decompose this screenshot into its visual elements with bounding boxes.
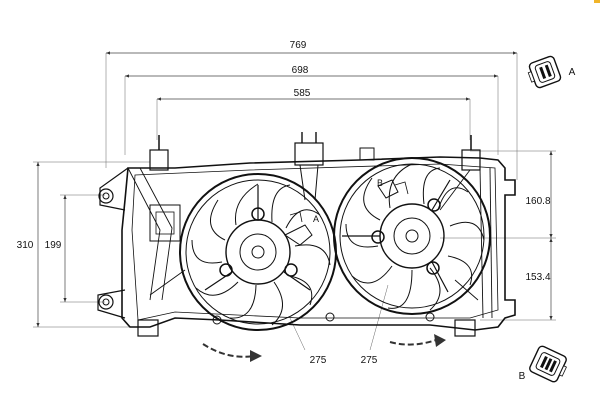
dim-right-fan-diameter: 275	[361, 355, 378, 366]
dim-overall-width: 769	[290, 40, 307, 51]
dim-fan-span: 585	[294, 88, 311, 99]
connector-a-label: A	[569, 67, 576, 78]
dim-overall-height: 310	[17, 240, 34, 251]
rotation-arrow-right	[389, 334, 446, 347]
connector-b-label: B	[519, 371, 526, 382]
dim-shroud-width: 698	[292, 65, 309, 76]
right-fan	[333, 157, 491, 315]
fan-mark-a: A	[313, 214, 319, 224]
left-fan	[179, 173, 337, 331]
dim-inner-height: 199	[45, 240, 62, 251]
dim-left-fan-diameter: 275	[310, 355, 327, 366]
connector-a-icon	[527, 55, 562, 89]
dim-lower-right: 153.4	[525, 272, 550, 283]
fan-mark-b: B	[377, 178, 383, 188]
corner-accent	[594, 0, 600, 3]
shroud-frame	[97, 132, 516, 337]
connector-b-icon	[529, 345, 567, 383]
dim-upper-right: 160.8	[525, 196, 550, 207]
rotation-arrow-left	[202, 343, 262, 362]
